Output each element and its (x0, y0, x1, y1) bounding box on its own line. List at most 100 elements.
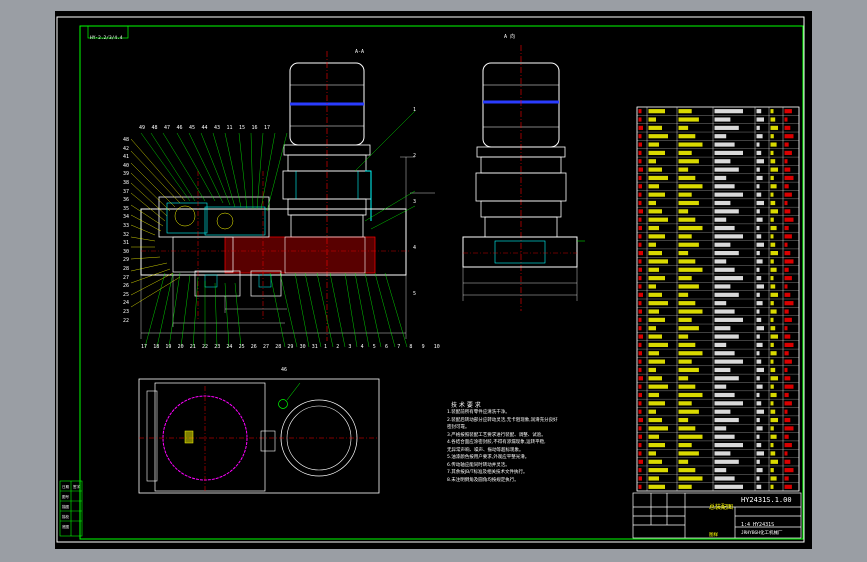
parts-list-cell-text (638, 392, 642, 398)
callout-bottom-8: 8 (409, 344, 413, 350)
parts-list-cell-text (638, 167, 643, 172)
company-name: JRHYBGH化工机械厂 (741, 531, 783, 536)
parts-list-cell-text (784, 434, 789, 439)
parts-list-cell-text (770, 434, 777, 439)
parts-list-cell-text (756, 292, 760, 297)
parts-list-cell-text (714, 301, 727, 306)
parts-list-cell-text (784, 234, 792, 239)
parts-list-cell-text (678, 384, 696, 389)
callout-right-2: 2 (413, 153, 417, 159)
parts-list-cell-text (770, 259, 774, 264)
parts-list-cell-text (784, 259, 794, 264)
callout-bottom-30: 30 (299, 344, 306, 350)
callout-bottom-2: 2 (336, 344, 340, 350)
parts-list-cell-text (678, 251, 689, 256)
parts-list-cell-text (770, 392, 777, 398)
outer-frame (56, 16, 805, 543)
tech-notes: 1.装配前所有零件应清洗干净。 2.装配后转动部分应转动灵活,无卡阻现象,润滑充… (447, 409, 587, 484)
parts-list-cell-text (756, 225, 760, 231)
parts-list-cell-text (770, 284, 776, 289)
parts-list-cell-text (784, 200, 788, 206)
callout-left-41: 41 (123, 154, 130, 161)
parts-list-cell-text (648, 175, 668, 181)
parts-list-cell-text (784, 242, 788, 247)
parts-list-cell-text (756, 251, 760, 256)
parts-list-cell-text (678, 351, 703, 356)
parts-list-cell-text (714, 334, 739, 339)
parts-list-cell-text (638, 284, 642, 289)
plan-view (138, 378, 380, 494)
parts-list-cell-text (784, 125, 791, 130)
parts-list-cell-text (638, 117, 642, 122)
parts-list-cell-text (784, 417, 791, 423)
parts-list-cell-text (770, 367, 776, 373)
tech-note-line: 4.各结合面应涂密封胶,不得有渗漏现象,运转平稳, (447, 440, 546, 445)
parts-list-cell-text (638, 334, 643, 339)
callout-bottom-5: 5 (372, 344, 376, 350)
parts-list-cell-text (784, 309, 789, 314)
parts-list-cell-text (648, 384, 668, 389)
parts-list-cell-text (648, 484, 665, 489)
parts-list-cell-text (678, 225, 703, 231)
parts-list-cell-text (770, 384, 774, 389)
parts-list-cell-text (756, 259, 763, 264)
parts-list-cell-text (784, 367, 788, 373)
callout-left-36: 36 (123, 197, 130, 204)
parts-list-cell-text (784, 392, 789, 398)
parts-list-cell-text (648, 359, 665, 364)
parts-list-cell-text (678, 242, 699, 247)
parts-list-cell-text (714, 451, 731, 456)
parts-list-cell-text (756, 359, 762, 364)
parts-list-cell-text (638, 476, 642, 481)
parts-list-cell-text (714, 159, 731, 164)
parts-list-cell-text (638, 184, 642, 189)
parts-list-cell-text (648, 409, 656, 414)
callout-top-43: 43 (214, 125, 221, 131)
parts-list-cell-text (714, 142, 735, 147)
parts-list-cell-text (638, 459, 643, 464)
parts-list-cell-text (638, 200, 642, 206)
cad-viewport[interactable]: 日期签字 图号描图 描校底图 (55, 11, 812, 549)
parts-list-cell-text (638, 125, 643, 130)
callout-right-1: 1 (413, 107, 417, 113)
parts-list-cell-text (714, 443, 743, 448)
callout-bottom-22: 22 (202, 344, 209, 350)
parts-list-cell-text (714, 109, 743, 114)
parts-list-cell-text (784, 150, 792, 155)
parts-list-cell-text (714, 309, 735, 314)
parts-list-cell-text (714, 284, 731, 289)
callout-left-34: 34 (123, 214, 130, 221)
parts-list-cell-text (648, 301, 668, 306)
parts-list-cell-text (756, 175, 763, 181)
parts-list-cell-text (784, 209, 791, 214)
parts-list-cell-text (756, 417, 760, 423)
svg-text:底图: 底图 (62, 524, 69, 529)
parts-list-cell-text (756, 326, 764, 331)
parts-list-cell-text (678, 401, 692, 406)
parts-list-cell-text (678, 184, 703, 189)
base-housing (140, 208, 407, 276)
parts-list-cell-text (648, 117, 656, 122)
parts-list-cell-text (784, 167, 791, 172)
parts-list-cell-text (756, 342, 763, 347)
parts-list-cell-text (678, 175, 696, 181)
parts-list-cell-text (648, 159, 656, 164)
parts-list-cell-text (756, 309, 760, 314)
parts-list-cell-text (770, 117, 776, 122)
parts-list-cell-text (714, 200, 731, 206)
callout-right-3: 3 (413, 199, 417, 205)
callout-bottom-1: 1 (324, 344, 328, 350)
callout-top-49: 49 (139, 125, 146, 131)
parts-list-cell-text (784, 476, 789, 481)
callout-bottom-18: 18 (153, 344, 160, 350)
parts-list-cell-text (678, 276, 692, 281)
tech-note-line: 6.传动轴应能同时转动并灵活。 (447, 462, 510, 468)
parts-list-cell-text (648, 192, 665, 197)
parts-list-cell-text (648, 242, 656, 247)
parts-list-cell-text (714, 426, 727, 431)
parts-list-cell-text (648, 184, 659, 189)
parts-list-cell-text (638, 134, 642, 139)
callout-left-27: 27 (123, 274, 130, 281)
callout-top-48: 48 (151, 125, 158, 131)
callout-top-44: 44 (201, 125, 208, 131)
